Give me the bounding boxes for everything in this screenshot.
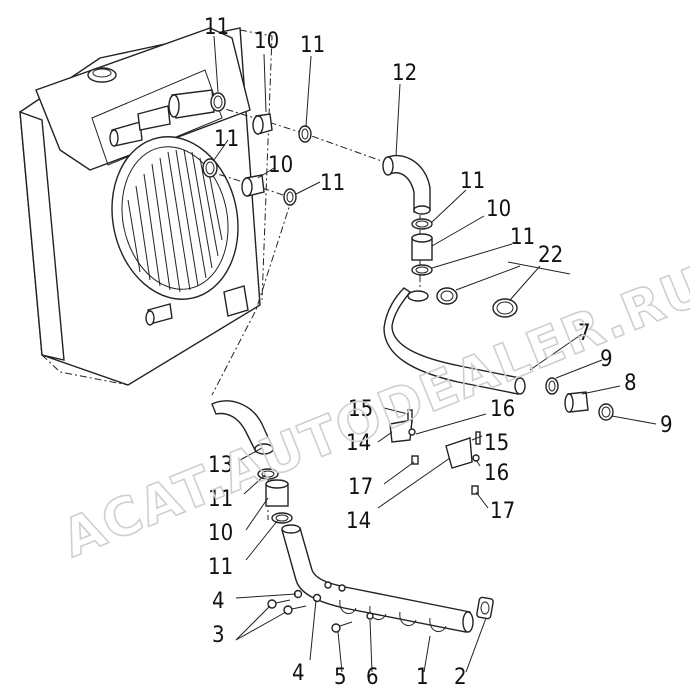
lower-hose-group xyxy=(211,400,494,633)
leader-lines xyxy=(213,35,657,673)
callout-10: 10 xyxy=(486,197,511,222)
callout-17: 17 xyxy=(348,475,373,500)
callout-11: 11 xyxy=(460,169,485,194)
callout-22: 22 xyxy=(538,243,563,268)
callout-10: 10 xyxy=(208,521,233,546)
hose-clamp-11 xyxy=(202,158,218,178)
callout-11: 11 xyxy=(208,487,233,512)
callout-15: 15 xyxy=(484,431,509,456)
callout-11: 11 xyxy=(204,15,229,40)
callout-13: 13 xyxy=(208,453,233,478)
callout-11: 11 xyxy=(300,33,325,58)
callout-12: 12 xyxy=(392,61,417,86)
callout-11: 11 xyxy=(320,171,345,196)
callout-labels: 11 10 11 12 11 10 11 11 10 11 22 7 9 8 9… xyxy=(204,15,673,690)
callout-2: 2 xyxy=(454,665,467,690)
hose-clamp-11 xyxy=(210,92,226,112)
callout-9: 9 xyxy=(660,413,673,438)
callout-14: 14 xyxy=(346,431,371,456)
callout-9: 9 xyxy=(600,347,613,372)
callout-4: 4 xyxy=(292,661,305,686)
callout-11: 11 xyxy=(510,225,535,250)
callout-11: 11 xyxy=(214,127,239,152)
radiator xyxy=(19,27,273,386)
bolts-3 xyxy=(267,599,307,615)
callout-1: 1 xyxy=(416,665,429,690)
callout-10: 10 xyxy=(254,29,279,54)
callout-6: 6 xyxy=(366,665,379,690)
brackets-group xyxy=(389,409,481,495)
callout-4: 4 xyxy=(212,589,225,614)
callout-17: 17 xyxy=(490,499,515,524)
upper-hose-group xyxy=(202,92,614,421)
callout-8: 8 xyxy=(624,371,637,396)
callout-10: 10 xyxy=(268,153,293,178)
callout-3: 3 xyxy=(212,623,225,648)
callout-16: 16 xyxy=(484,461,509,486)
callout-5: 5 xyxy=(334,665,347,690)
callout-7: 7 xyxy=(578,321,591,346)
callout-15: 15 xyxy=(348,397,373,422)
callout-16: 16 xyxy=(490,397,515,422)
callout-14: 14 xyxy=(346,509,371,534)
callout-11: 11 xyxy=(208,555,233,580)
